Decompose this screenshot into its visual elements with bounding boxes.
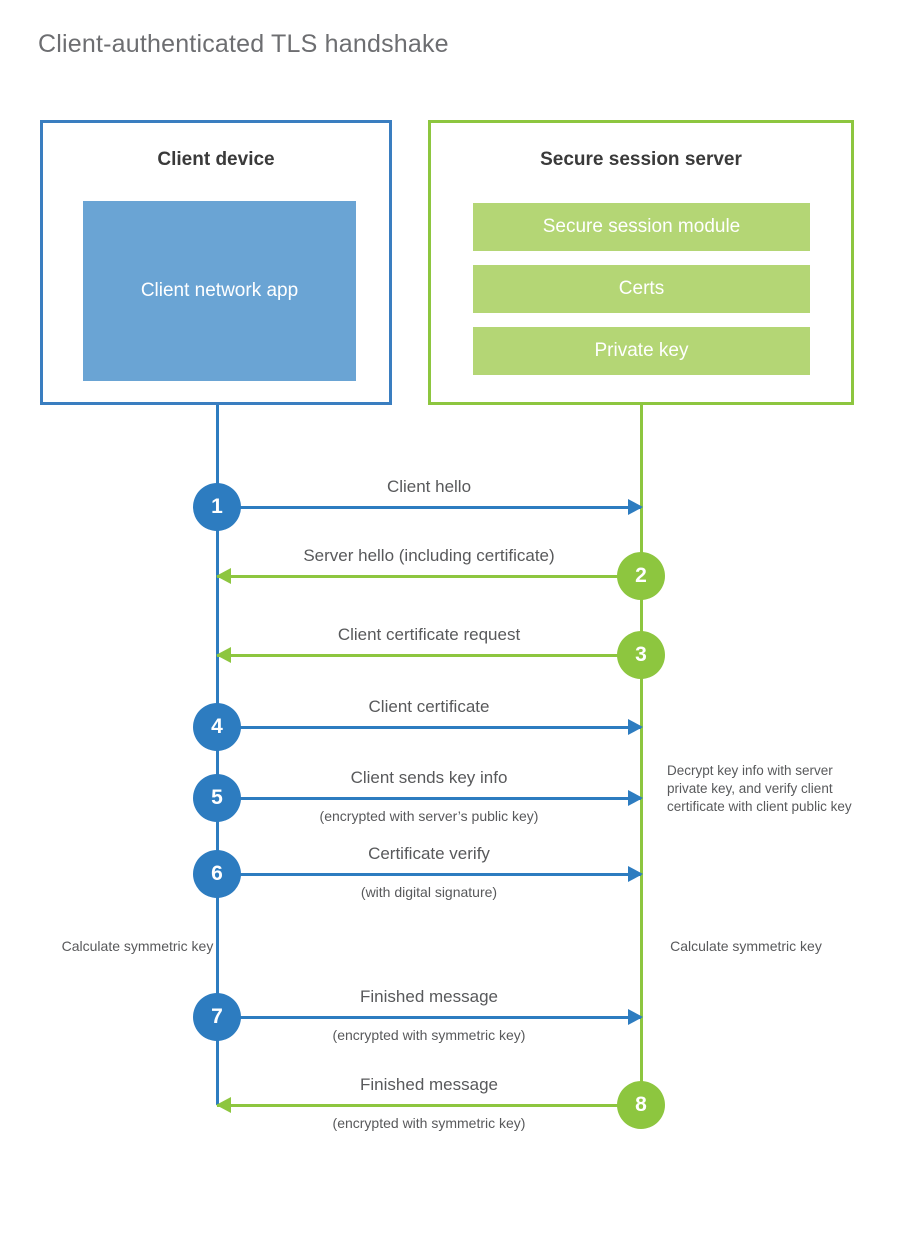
message-sublabel-6: (with digital signature) (360, 884, 498, 900)
message-arrow-line-7 (217, 1016, 641, 1019)
client-device-title: Client device (157, 149, 275, 170)
message-arrow-line-5 (217, 797, 641, 800)
step-circle-7[interactable]: 7 (193, 993, 241, 1041)
message-sublabel-8: (encrypted with symmetric key) (332, 1115, 526, 1131)
message-arrow-line-6 (217, 873, 641, 876)
message-arrowhead-1 (628, 499, 643, 515)
step-circle-5[interactable]: 5 (193, 774, 241, 822)
client-network-app-block: Client network app (83, 201, 356, 381)
server-module-certs: Certs (473, 265, 810, 313)
message-sublabel-5: (encrypted with server’s public key) (319, 808, 539, 824)
step-circle-8[interactable]: 8 (617, 1081, 665, 1129)
message-sublabel-7: (encrypted with symmetric key) (332, 1027, 526, 1043)
annotation-server-calculate-symmetric-key: Calculate symmetric key (670, 938, 822, 954)
client-lifeline (216, 405, 219, 1105)
server-lifeline (640, 405, 643, 1105)
message-arrow-line-8 (217, 1104, 641, 1107)
server-module-private-key: Private key (473, 327, 810, 375)
message-label-3: Client certificate request (337, 625, 521, 644)
annotation-client-calculate-symmetric-key: Calculate symmetric key (61, 938, 214, 954)
page-title: Client-authenticated TLS handshake (38, 30, 449, 58)
message-label-6: Certificate verify (368, 844, 490, 863)
message-arrowhead-8 (216, 1097, 231, 1113)
message-label-7: Finished message (360, 987, 498, 1006)
message-label-1: Client hello (386, 477, 472, 496)
step-circle-2[interactable]: 2 (617, 552, 665, 600)
client-device-box: Client device Client network app (40, 120, 392, 405)
server-module-secure-session-module: Secure session module (473, 203, 810, 251)
message-arrow-line-1 (217, 506, 641, 509)
message-label-5: Client sends key info (350, 768, 508, 787)
message-label-4: Client certificate (368, 697, 490, 716)
message-arrowhead-2 (216, 568, 231, 584)
message-arrowhead-7 (628, 1009, 643, 1025)
message-arrowhead-6 (628, 866, 643, 882)
message-label-8: Finished message (360, 1075, 498, 1094)
message-arrowhead-5 (628, 790, 643, 806)
message-arrow-line-3 (217, 654, 641, 657)
step-circle-1[interactable]: 1 (193, 483, 241, 531)
message-arrowhead-3 (216, 647, 231, 663)
message-arrow-line-4 (217, 726, 641, 729)
step-circle-4[interactable]: 4 (193, 703, 241, 751)
step-circle-3[interactable]: 3 (617, 631, 665, 679)
step-circle-6[interactable]: 6 (193, 850, 241, 898)
message-label-2: Server hello (including certificate) (303, 546, 555, 565)
secure-session-server-title: Secure session server (540, 149, 742, 170)
annotation-server-decrypt-key-info: Decrypt key info with server private key… (667, 763, 852, 814)
secure-session-server-box: Secure session server Secure session mod… (428, 120, 854, 405)
message-arrow-line-2 (217, 575, 641, 578)
message-arrowhead-4 (628, 719, 643, 735)
